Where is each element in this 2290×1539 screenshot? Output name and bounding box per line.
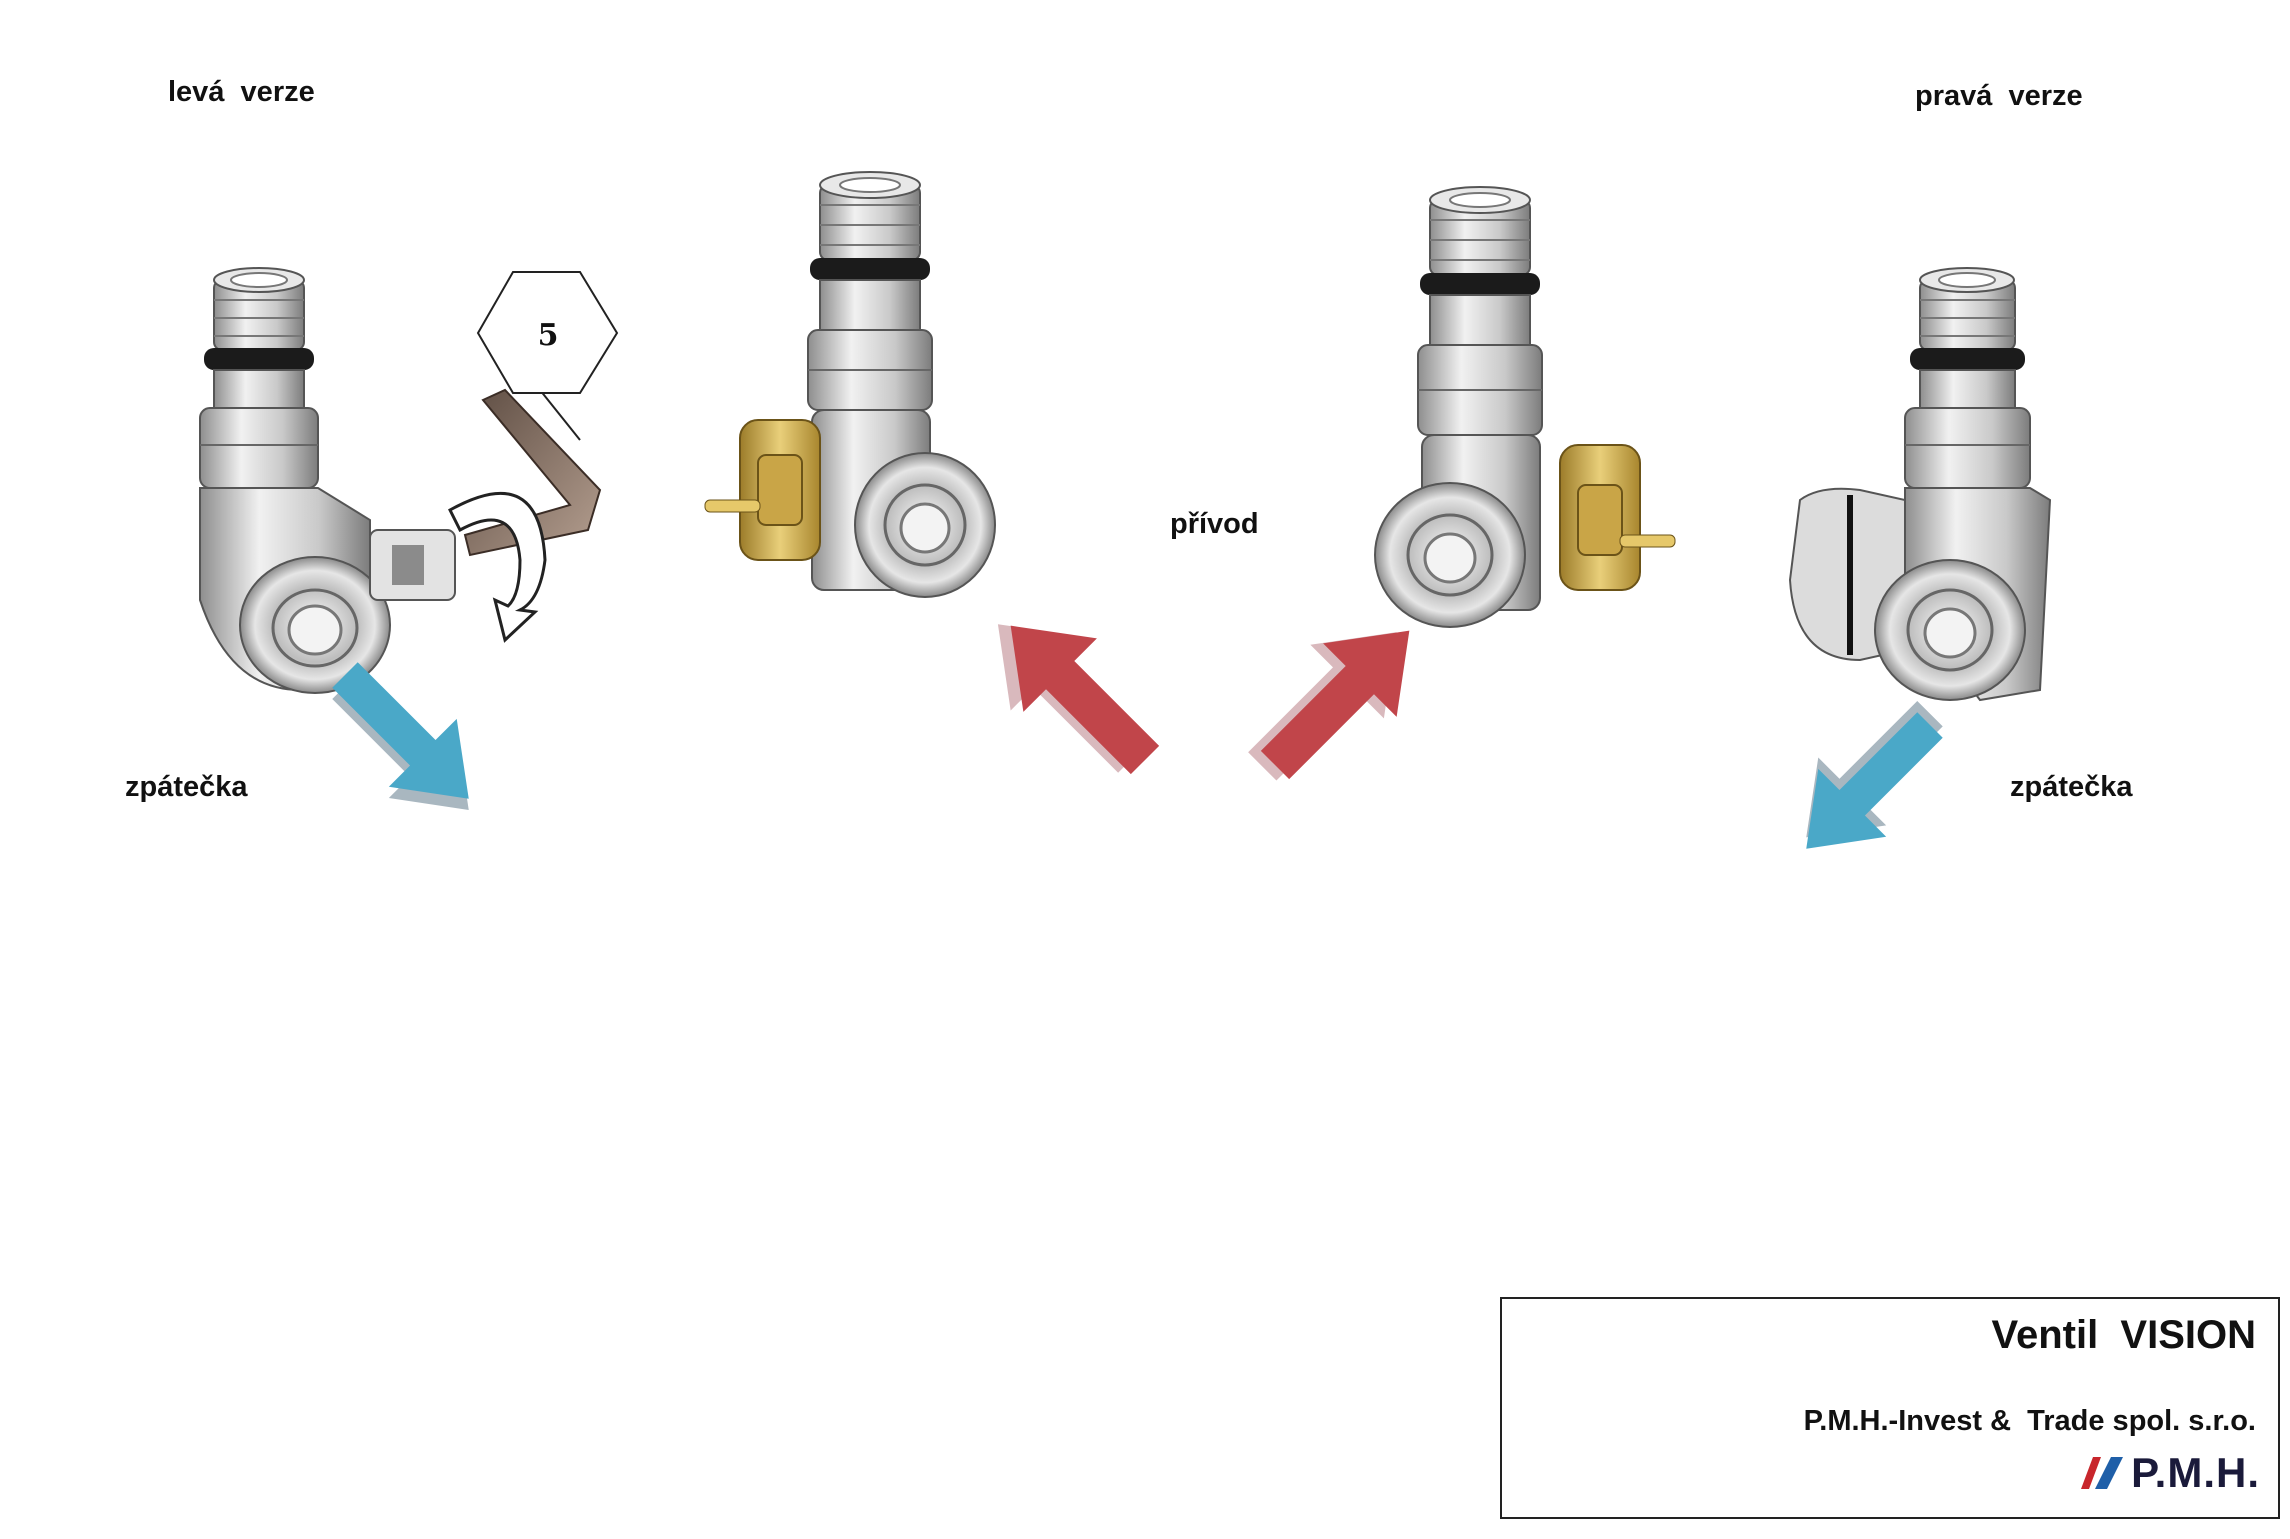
supply-arrow-right	[1248, 630, 1410, 781]
return-arrow-left	[332, 662, 469, 811]
company-logo: P.M.H.	[2077, 1449, 2260, 1497]
valve-left-straight	[704, 171, 996, 598]
hex-size-label: 5	[538, 318, 559, 353]
return-arrow-right	[1806, 700, 1943, 849]
hex-size-callout: 5	[476, 271, 619, 394]
title-block: Ventil VISION P.M.H.-Invest & Trade spol…	[1500, 1297, 2280, 1519]
product-title: Ventil VISION	[1991, 1313, 2256, 1357]
left-version-label: levá verze	[168, 76, 315, 108]
valve-right-straight	[1374, 186, 1676, 628]
valve-left-angle	[199, 267, 456, 694]
return-label-right: zpátečka	[2010, 771, 2133, 803]
rotate-arrow-icon	[448, 491, 547, 643]
right-version-label: pravá verze	[1915, 80, 2083, 112]
pmh-logo-icon	[2081, 1457, 2124, 1489]
supply-label: přívod	[1170, 508, 1259, 540]
supply-arrow-left	[997, 624, 1160, 775]
logo-text: P.M.H.	[2131, 1449, 2260, 1496]
company-name: P.M.H.-Invest & Trade spol. s.r.o.	[1803, 1405, 2256, 1437]
valve-right-angle	[1788, 267, 2052, 702]
return-label-left: zpátečka	[125, 771, 248, 803]
